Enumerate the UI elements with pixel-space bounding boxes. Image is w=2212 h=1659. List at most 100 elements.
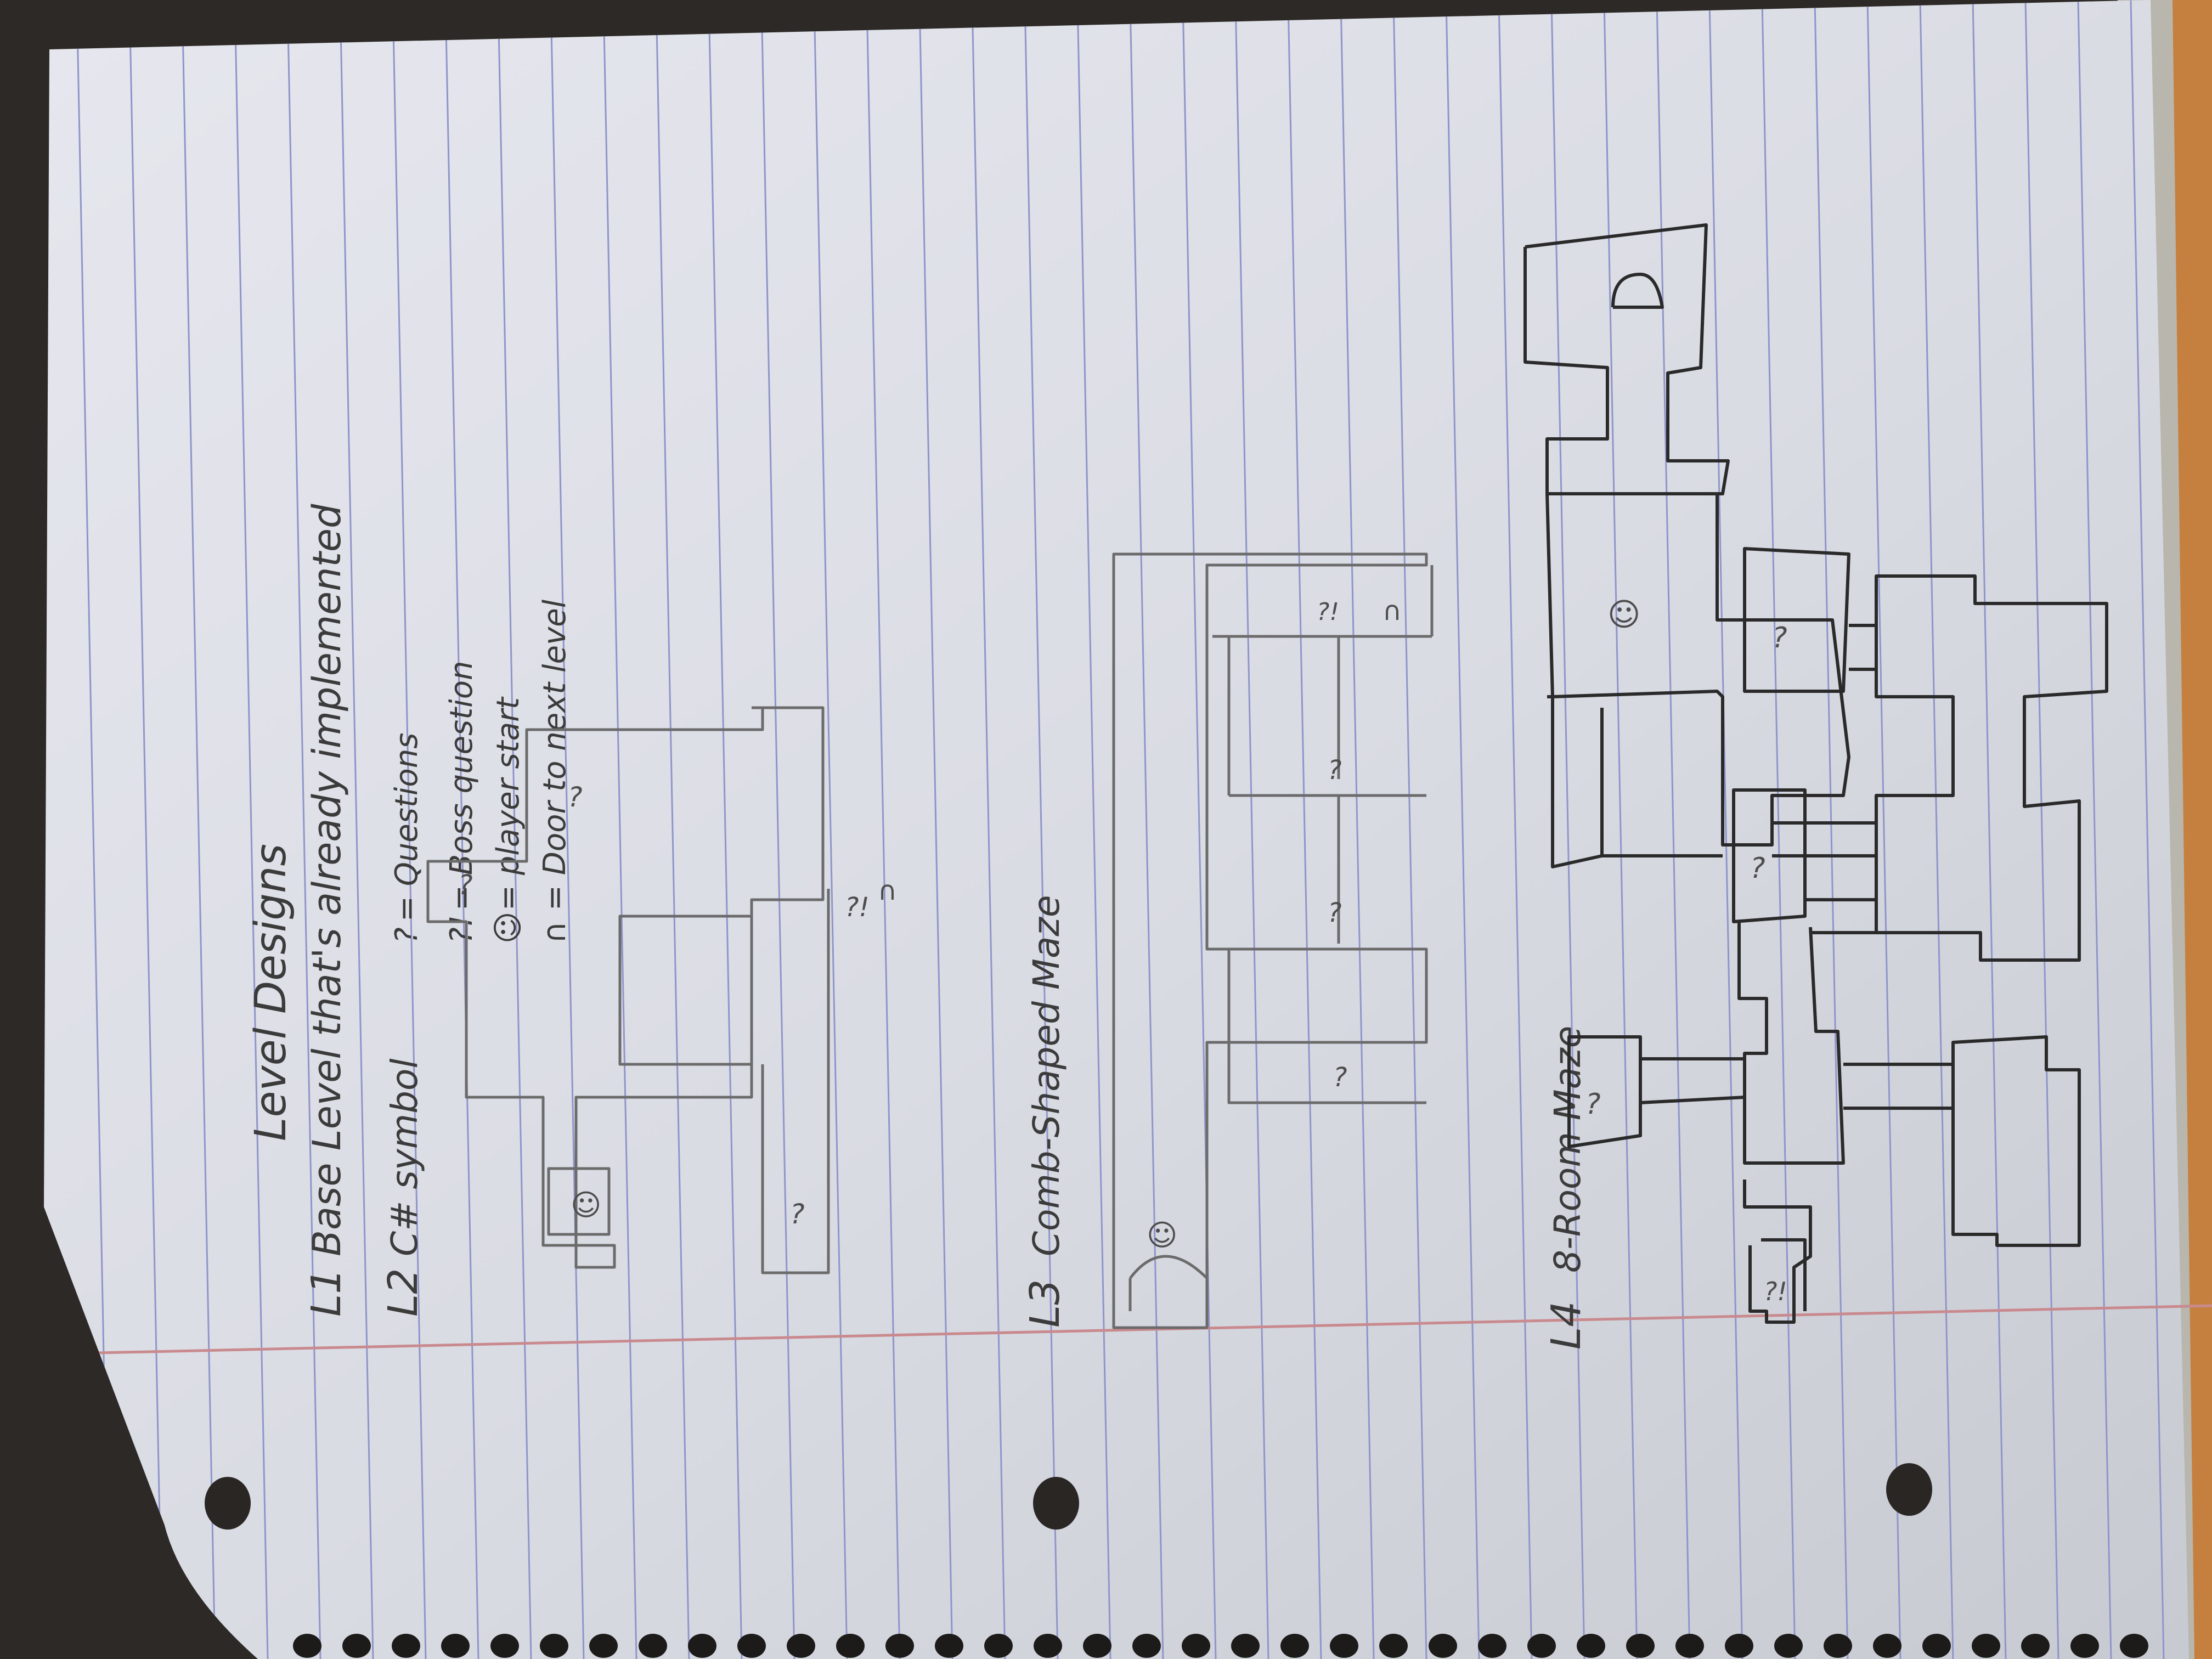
legend-start-symbol: ☺ bbox=[490, 912, 526, 944]
spiral-hole bbox=[737, 1634, 766, 1658]
rule-line bbox=[1972, 0, 2007, 1659]
spiral-hole bbox=[885, 1634, 914, 1658]
rule-line bbox=[181, 0, 216, 1659]
l2-question-2: ? bbox=[568, 781, 583, 813]
legend: ? = Questions ?! = Boss question ☺ = pla… bbox=[389, 599, 573, 944]
rule-line bbox=[971, 0, 1006, 1659]
l3-boss: ?! bbox=[1317, 598, 1339, 626]
spiral-hole bbox=[1922, 1634, 1951, 1658]
rule-line bbox=[1024, 0, 1059, 1659]
rule-line bbox=[1919, 0, 1954, 1659]
rule-line bbox=[1656, 0, 1691, 1659]
spiral-hole bbox=[1725, 1634, 1753, 1658]
rule-line bbox=[2077, 0, 2112, 1659]
rule-line bbox=[1182, 0, 1217, 1659]
spiral-hole bbox=[1478, 1634, 1506, 1658]
legend-door-symbol: ∩ bbox=[537, 921, 573, 944]
spiral-hole bbox=[441, 1634, 470, 1658]
spiral-hole bbox=[787, 1634, 815, 1658]
spiral-hole bbox=[1527, 1634, 1556, 1658]
rule-line bbox=[444, 0, 479, 1659]
legend-start-text: = player start bbox=[490, 696, 526, 911]
punch-holes bbox=[205, 1463, 1932, 1530]
rule-line bbox=[1498, 0, 1533, 1659]
legend-boss-text: = Boss question bbox=[444, 661, 479, 911]
legend-question-symbol: ? bbox=[389, 927, 425, 944]
rule-line bbox=[1234, 0, 1269, 1659]
level-4-label: L4 bbox=[1543, 1301, 1590, 1350]
ruled-lines bbox=[76, 0, 2165, 1659]
l2-boss: ?! bbox=[845, 892, 870, 923]
spiral-binding bbox=[293, 1634, 2148, 1658]
rule-line bbox=[866, 0, 901, 1659]
rule-line bbox=[550, 0, 585, 1659]
rule-line bbox=[1814, 0, 1849, 1659]
rule-line bbox=[1761, 0, 1796, 1659]
level-2-label: L2 bbox=[380, 1268, 427, 1317]
spiral-hole bbox=[1675, 1634, 1704, 1658]
level-2-text: C# symbol bbox=[383, 1058, 426, 1256]
spiral-hole bbox=[1774, 1634, 1803, 1658]
spiral-hole bbox=[1972, 1634, 2000, 1658]
rule-line bbox=[602, 0, 637, 1659]
level-2-map: ☺ ? ? ? ?! ∩ bbox=[426, 706, 897, 1274]
spiral-hole bbox=[1379, 1634, 1408, 1658]
rule-line bbox=[234, 0, 269, 1659]
legend-door-text: = Door to next level bbox=[537, 599, 573, 911]
rule-line bbox=[708, 0, 743, 1659]
level-1-label: L1 bbox=[303, 1268, 350, 1317]
l3-question-2: ? bbox=[1328, 898, 1341, 928]
l3-question-3: ? bbox=[1328, 755, 1341, 786]
level-4-heading: L4 8-Room Maze bbox=[1543, 1026, 1590, 1350]
spiral-hole bbox=[1182, 1634, 1210, 1658]
spiral-hole bbox=[490, 1634, 519, 1658]
rule-line bbox=[286, 0, 321, 1659]
rule-line bbox=[1866, 0, 1901, 1659]
rule-line bbox=[1340, 0, 1375, 1659]
level-3-label: L3 bbox=[1022, 1279, 1069, 1328]
l2-start-icon: ☺ bbox=[571, 1188, 601, 1222]
spiral-hole bbox=[639, 1634, 667, 1658]
spiral-hole bbox=[836, 1634, 865, 1658]
rule-line bbox=[2024, 0, 2059, 1659]
rule-line bbox=[813, 0, 848, 1659]
margin-line bbox=[44, 1304, 2212, 1357]
level-4-map: ☺ ? ? ? ?! bbox=[1523, 223, 2108, 1324]
rule-line bbox=[1287, 0, 1322, 1659]
notebook-cover-edge bbox=[2172, 0, 2212, 1659]
spiral-hole bbox=[1577, 1634, 1605, 1658]
l3-start-icon: ☺ bbox=[1147, 1218, 1177, 1252]
spiral-hole bbox=[1824, 1634, 1852, 1658]
l2-question-1: ? bbox=[458, 869, 473, 901]
rule-line bbox=[760, 0, 795, 1659]
rule-line bbox=[1076, 0, 1111, 1659]
spiral-hole bbox=[1132, 1634, 1161, 1658]
rule-line bbox=[1708, 0, 1743, 1659]
l3-question-1: ? bbox=[1333, 1062, 1347, 1093]
punch-hole bbox=[205, 1477, 251, 1530]
l2-question-3: ? bbox=[790, 1198, 805, 1230]
legend-boss-symbol: ?! bbox=[444, 915, 479, 944]
rule-line bbox=[918, 0, 953, 1659]
level-1-text: Base Level that's already implemented bbox=[304, 504, 349, 1256]
spiral-hole bbox=[2021, 1634, 2050, 1658]
l4-start-icon: ☺ bbox=[1607, 596, 1640, 633]
rule-line bbox=[1603, 0, 1638, 1659]
spiral-hole bbox=[2070, 1634, 2099, 1658]
spiral-hole bbox=[540, 1634, 568, 1658]
punch-hole bbox=[1886, 1463, 1932, 1516]
rule-line bbox=[128, 0, 163, 1659]
spiral-hole bbox=[293, 1634, 321, 1658]
rule-line bbox=[1445, 0, 1480, 1659]
level-3-text: Comb-Shaped Maze bbox=[1025, 895, 1068, 1256]
rule-line bbox=[339, 0, 374, 1659]
spiral-hole bbox=[342, 1634, 371, 1658]
spiral-hole bbox=[984, 1634, 1013, 1658]
l2-start-box bbox=[547, 1167, 611, 1236]
handwriting: Level Designs L1 Base Level that's alrea… bbox=[246, 504, 427, 1317]
rule-line bbox=[2130, 0, 2165, 1659]
l4-question-1: ? bbox=[1772, 622, 1787, 654]
spiral-hole bbox=[2120, 1634, 2148, 1658]
page-title: Level Designs bbox=[246, 844, 296, 1141]
